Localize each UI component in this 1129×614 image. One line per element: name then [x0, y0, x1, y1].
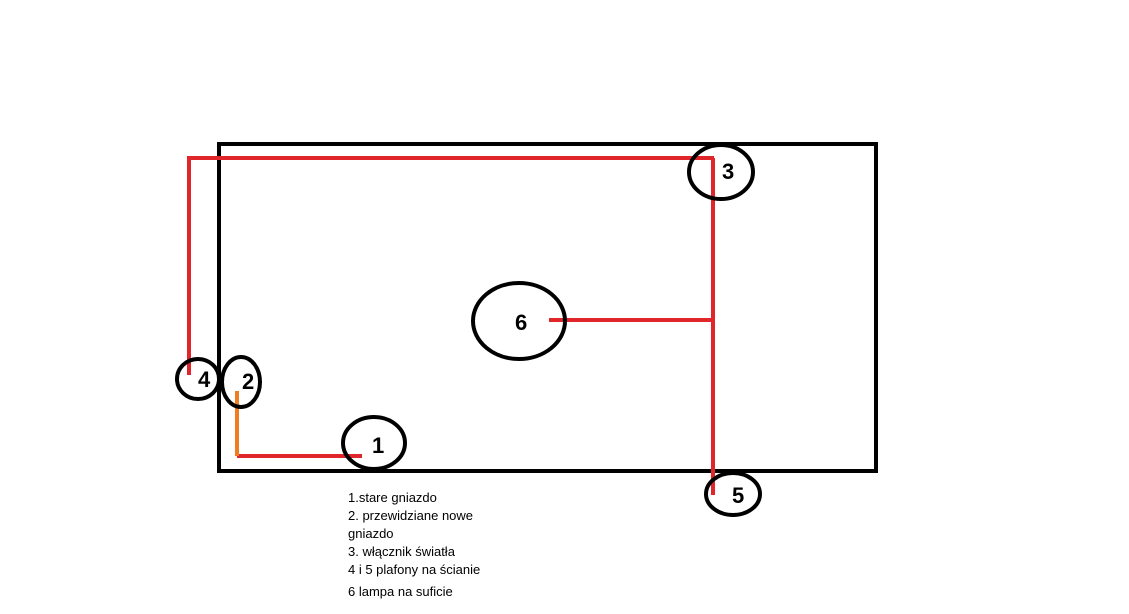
point-3-circle — [687, 143, 755, 201]
legend: 1.stare gniazdo 2. przewidziane nowe gni… — [348, 489, 498, 601]
point-4-circle — [175, 357, 221, 401]
point-5-label: 5 — [732, 483, 744, 508]
point-6-label: 6 — [515, 310, 527, 335]
legend-item-4: 4 i 5 plafony na ścianie — [348, 562, 481, 577]
red-wiring — [187, 156, 715, 495]
point-4-label: 4 — [198, 367, 211, 392]
legend-item-2: 2. przewidziane nowe gniazdo — [348, 508, 474, 541]
point-2-circle — [220, 355, 262, 409]
room-outline — [217, 142, 878, 473]
point-6-circle — [471, 281, 567, 361]
legend-item-1: 1.stare gniazdo — [348, 490, 437, 505]
wire-4-to-3 — [187, 156, 714, 375]
point-2-label: 2 — [242, 369, 254, 394]
legend-item-5: 6 lampa na suficie — [348, 584, 453, 599]
point-1-label: 1 — [372, 433, 384, 458]
point-3-label: 3 — [722, 159, 734, 184]
legend-item-3: 3. włącznik światła — [348, 544, 455, 559]
point-5-circle — [704, 471, 762, 517]
point-1-circle — [341, 415, 407, 471]
